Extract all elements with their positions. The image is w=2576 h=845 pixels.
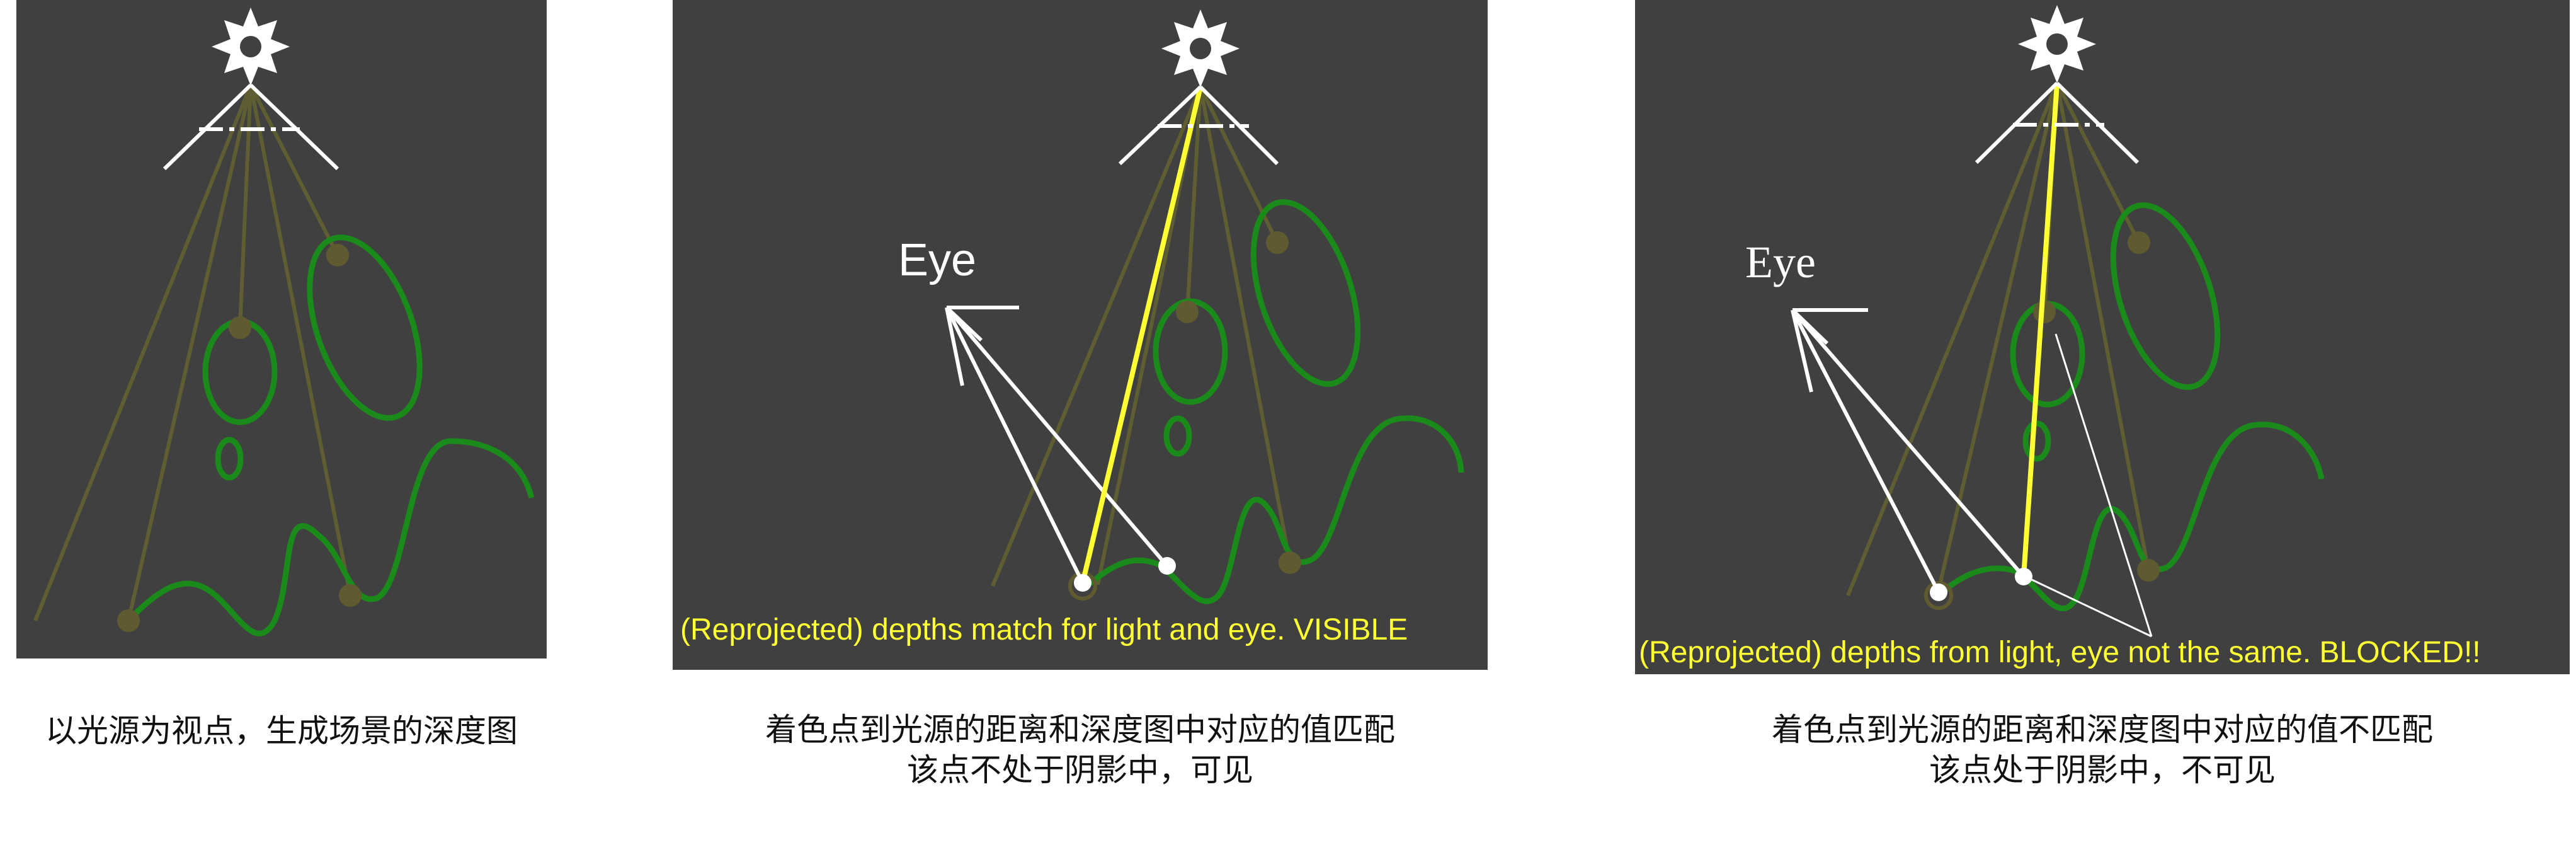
sun-icon — [1161, 9, 1240, 88]
scene-small-ellipse — [215, 437, 244, 481]
scene-ground-curve — [1086, 415, 1464, 604]
caption-line: 着色点到光源的距离和深度图中对应的值不匹配 — [1772, 711, 2433, 748]
depth-point — [229, 316, 251, 339]
eye-label: Eye — [898, 235, 977, 285]
scene-tilted-ellipse — [1250, 199, 1361, 387]
annotation-pointers — [2031, 333, 2153, 638]
eye-ray — [945, 306, 1085, 584]
panel-2-diagram — [945, 9, 1464, 604]
sun-icon — [212, 8, 290, 86]
light-rays — [991, 86, 1292, 587]
light-ray — [1199, 86, 1279, 244]
depth-points — [1924, 231, 2160, 610]
sun-icon — [2018, 5, 2096, 83]
panel-2-caption: 着色点到光源的距离和深度图中对应的值匹配 该点不处于阴影中，可见 — [673, 710, 1488, 790]
scene-small-ellipse — [1163, 415, 1192, 457]
light-camera — [1118, 85, 1279, 166]
scene-tilted-ellipse — [307, 234, 423, 421]
depth-point — [326, 244, 349, 267]
light-ray — [2055, 82, 2141, 244]
shading-point — [1158, 557, 1176, 575]
light-ray — [1199, 86, 1292, 563]
light-ray — [1935, 83, 2059, 596]
shading-points — [1074, 557, 1176, 592]
depth-point — [1176, 301, 1199, 323]
scene-ground-curve — [1936, 422, 2325, 612]
depth-point — [117, 609, 140, 632]
depth-points — [1068, 231, 1301, 601]
scene-objects — [126, 234, 535, 636]
light-ray — [1846, 82, 2059, 597]
panel-visible: Eye (Reprojected) depths match for light… — [673, 0, 1488, 670]
depth-point — [2137, 559, 2160, 582]
shading-point — [2015, 568, 2032, 585]
light-ray — [1096, 86, 1202, 585]
panel-3-diagram — [1791, 5, 2325, 638]
shading-point — [1074, 574, 1091, 592]
eye-camera — [1791, 308, 2026, 594]
panel-blocked: Eye (Reprojected) depths from light, eye… — [1635, 0, 2570, 674]
light-rays — [33, 84, 352, 622]
eye-label: Eye — [1745, 237, 1816, 287]
light-ray — [991, 86, 1202, 587]
shading-point — [1930, 583, 1947, 601]
eye-ray — [1791, 309, 2026, 578]
highlight-light-ray — [1080, 86, 1203, 583]
panel-depth-map — [16, 0, 547, 658]
overlay-caption: (Reprojected) depths from light, eye not… — [1639, 636, 2481, 669]
eye-ray — [1791, 309, 1941, 594]
depth-point — [1266, 231, 1289, 254]
overlay-caption: (Reprojected) depths match for light and… — [680, 613, 1408, 647]
panel-1-caption: 以光源为视点，生成场景的深度图 — [16, 711, 547, 751]
light-ray — [1185, 86, 1202, 313]
light-camera — [162, 83, 339, 171]
depth-point — [1279, 551, 1301, 574]
depth-point — [339, 584, 362, 607]
caption-line: 以光源为视点，生成场景的深度图 — [45, 713, 518, 749]
light-camera — [1975, 81, 2140, 164]
light-ray — [2055, 83, 2150, 571]
depth-point — [1924, 581, 1953, 610]
caption-line: 着色点到光源的距离和深度图中对应的值匹配 — [765, 711, 1395, 748]
scene-ground-curve — [126, 438, 535, 636]
light-ray — [33, 84, 253, 622]
panel-3-caption: 着色点到光源的距离和深度图中对应的值不匹配 该点处于阴影中，不可见 — [1635, 710, 2570, 790]
depth-point — [2128, 231, 2150, 254]
depth-points — [117, 244, 362, 632]
shading-points — [1930, 568, 2032, 601]
light-ray — [249, 84, 352, 596]
scene-tilted-ellipse — [2110, 202, 2221, 390]
panel-1-diagram — [33, 8, 535, 636]
scene-small-ellipse — [2022, 420, 2051, 462]
highlight-light-ray — [2021, 83, 2060, 577]
light-ray — [127, 84, 253, 621]
light-ray — [238, 84, 253, 328]
eye-ray — [945, 306, 1169, 567]
caption-line: 该点处于阴影中，不可见 — [1929, 752, 2276, 788]
light-ray — [249, 84, 339, 256]
caption-line: 该点不处于阴影中，可见 — [907, 752, 1253, 788]
eye-camera — [945, 306, 1169, 584]
